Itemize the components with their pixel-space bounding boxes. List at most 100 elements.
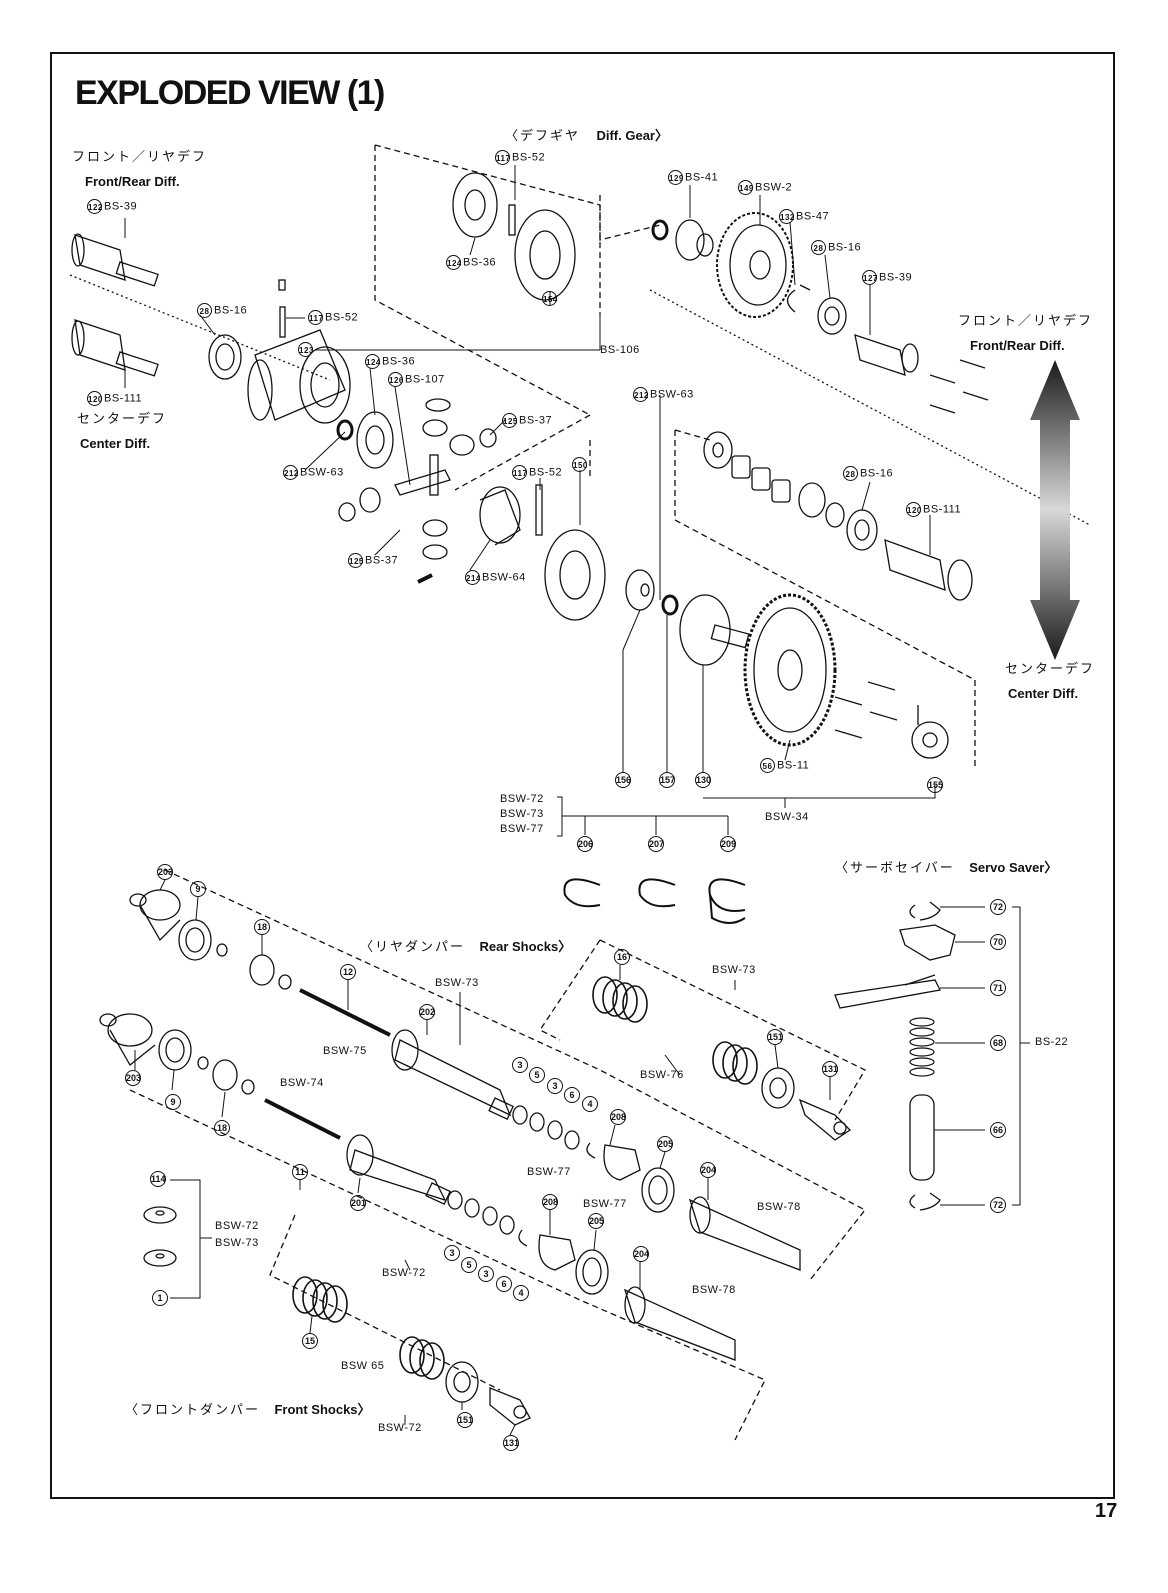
section-rear-shocks-jp: 〈リヤダンパー bbox=[360, 940, 466, 955]
circle-208-front: 208 bbox=[542, 1194, 558, 1210]
front-spring-upper bbox=[292, 1276, 348, 1323]
front-shocks-dashed-box bbox=[129, 1089, 766, 1441]
circle-114: 114 bbox=[150, 1171, 166, 1187]
spacer-1 bbox=[143, 1249, 177, 1267]
part-number: 212 bbox=[283, 465, 298, 480]
diff-case-right bbox=[479, 486, 521, 546]
pin-top bbox=[508, 204, 516, 236]
front-spring-lower bbox=[399, 1336, 445, 1380]
section-servo-saver: 〈サーボセイバー Servo Saver〉 bbox=[835, 860, 1057, 876]
part-code: BS-111 bbox=[104, 392, 143, 405]
clip-209 bbox=[708, 878, 746, 924]
part-label: 127BS-39 bbox=[862, 270, 912, 285]
front-oring bbox=[197, 1056, 209, 1070]
part-code: BSW-2 bbox=[755, 181, 793, 194]
section-servo-saver-en: Servo Saver〉 bbox=[969, 860, 1058, 875]
circle-18: 18 bbox=[254, 919, 270, 935]
label-bsw77-front: BSW-77 bbox=[527, 1166, 571, 1178]
part-code: BS-37 bbox=[365, 554, 399, 567]
part-code: BSW-63 bbox=[650, 388, 694, 401]
circle-1: 1 bbox=[152, 1290, 168, 1306]
section-front-shocks: 〈フロントダンパー Front Shocks〉 bbox=[125, 1402, 371, 1418]
circle-6: 6 bbox=[564, 1087, 580, 1103]
front-rear-diff-right-en: Front/Rear Diff. bbox=[970, 338, 1065, 353]
part-code: BS-52 bbox=[529, 466, 563, 479]
bracket-bsw73: BSW-73 bbox=[500, 808, 544, 820]
part-code: BS-41 bbox=[685, 171, 719, 184]
circle-9-front: 9 bbox=[165, 1094, 181, 1110]
part-code: BS-16 bbox=[860, 467, 894, 480]
part-number: 28 bbox=[811, 240, 826, 255]
part-label: 120BS-111 bbox=[87, 391, 142, 406]
section-diff-gear-jp: 〈デフギヤ bbox=[505, 129, 581, 144]
part-number: 125 bbox=[348, 553, 363, 568]
ring-gear bbox=[716, 212, 794, 318]
circle-156: 156 bbox=[615, 772, 631, 788]
spur-gear-screws bbox=[834, 681, 898, 739]
circle-205: 205 bbox=[657, 1136, 673, 1152]
circle-5-front: 5 bbox=[461, 1257, 477, 1273]
thrust-washer-center bbox=[625, 569, 655, 611]
part-number: 117 bbox=[495, 150, 510, 165]
part-code: BS-47 bbox=[796, 210, 830, 223]
part-number: 154 bbox=[542, 291, 557, 306]
section-rear-shocks-en: Rear Shocks〉 bbox=[479, 939, 572, 954]
part-number: 149 bbox=[738, 180, 753, 195]
part-code: BS-37 bbox=[519, 414, 553, 427]
output-cup-right-top bbox=[854, 334, 919, 376]
part-label: 120BS-111 bbox=[906, 502, 961, 517]
circle-71: 71 bbox=[990, 980, 1006, 996]
o-ring-center bbox=[661, 594, 679, 616]
part-label: 126BS-107 bbox=[388, 372, 445, 387]
circle-131-front: 131 bbox=[503, 1435, 519, 1451]
label-bs22: BS-22 bbox=[1035, 1036, 1069, 1048]
section-front-shocks-en: Front Shocks〉 bbox=[274, 1402, 371, 1417]
circle-68: 68 bbox=[990, 1035, 1006, 1051]
diff-housing bbox=[247, 329, 351, 424]
rear-rod-end bbox=[798, 1098, 852, 1141]
part-label: 149BSW-2 bbox=[738, 180, 792, 195]
label-bsw76: BSW-76 bbox=[640, 1069, 684, 1081]
part-number: 56 bbox=[760, 758, 775, 773]
part-number: 132 bbox=[779, 209, 794, 224]
label-bsw75: BSW-75 bbox=[323, 1045, 367, 1057]
clip-206 bbox=[563, 878, 601, 908]
output-cup-right-center bbox=[884, 539, 973, 601]
part-code: BS-16 bbox=[828, 241, 862, 254]
label-bsw73-rear-spring: BSW-73 bbox=[712, 964, 756, 976]
part-code: BS-52 bbox=[325, 311, 359, 324]
part-code: BS-36 bbox=[463, 256, 497, 269]
part-number: 117 bbox=[308, 310, 323, 325]
label-bsw65: BSW 65 bbox=[341, 1360, 385, 1372]
front-shock-cap bbox=[158, 1029, 192, 1071]
label-bsw78-front: BSW-78 bbox=[692, 1284, 736, 1296]
front-rear-diff-left-jp: フロント／リヤデフ bbox=[72, 150, 208, 165]
diff-gear-top bbox=[452, 172, 498, 238]
part-label: 129BS-41 bbox=[668, 170, 718, 185]
part-number: 124 bbox=[446, 255, 461, 270]
part-code: BS-39 bbox=[879, 271, 913, 284]
circle-151: 151 bbox=[767, 1029, 783, 1045]
diff-leader-lines bbox=[124, 165, 931, 761]
servo-saver-leaders bbox=[934, 906, 1030, 1206]
gasket-lower bbox=[544, 529, 606, 621]
part-code: BS-16 bbox=[214, 304, 248, 317]
part-number: 125 bbox=[502, 413, 517, 428]
circle-5: 5 bbox=[529, 1067, 545, 1083]
part-number: 28 bbox=[197, 303, 212, 318]
part-label: 150 bbox=[572, 457, 589, 472]
circle-3-front: 3 bbox=[444, 1245, 460, 1261]
cross-pin-vertical bbox=[429, 454, 439, 496]
rear-shocks-dashed-box bbox=[164, 869, 866, 1281]
part-label: 123 bbox=[298, 342, 315, 357]
circle-11: 11 bbox=[292, 1164, 308, 1180]
label-bsw72-bottom: BSW-72 bbox=[378, 1422, 422, 1434]
center-diff-right-en: Center Diff. bbox=[1008, 686, 1079, 701]
circle-151-front: 151 bbox=[457, 1412, 473, 1428]
circle-15: 15 bbox=[302, 1333, 318, 1349]
